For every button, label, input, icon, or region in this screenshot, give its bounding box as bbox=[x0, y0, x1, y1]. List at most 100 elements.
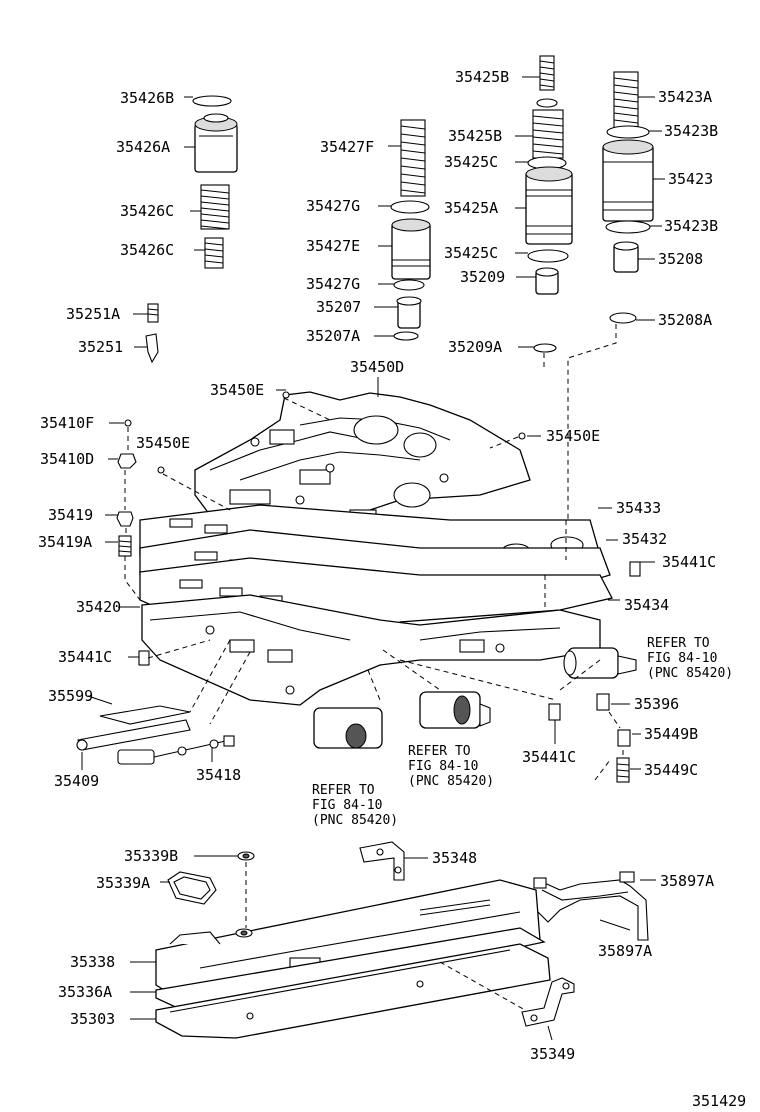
label-35426A: 35426A bbox=[116, 138, 170, 156]
label-35426C-2: 35426C bbox=[120, 241, 174, 259]
pan-35303 bbox=[155, 943, 551, 1039]
refer-3-line2: FIG 84-10 bbox=[312, 798, 382, 813]
label-35427G-2: 35427G bbox=[306, 275, 360, 293]
spring-35426C-large bbox=[200, 184, 230, 230]
ball-35410F bbox=[124, 419, 132, 427]
refer-2-line3: (PNC 85420) bbox=[408, 774, 494, 789]
label-35348: 35348 bbox=[432, 849, 477, 867]
label-35339B: 35339B bbox=[124, 847, 178, 865]
rod-35418 bbox=[117, 735, 235, 765]
label-35209A: 35209A bbox=[448, 338, 502, 356]
label-35449B: 35449B bbox=[644, 725, 698, 743]
label-35423B-2: 35423B bbox=[664, 217, 718, 235]
magnet-35339B bbox=[237, 851, 255, 861]
part-labels: 35426B 35426A 35426C 35426C 35427F 35427… bbox=[38, 68, 718, 1063]
label-35251A: 35251A bbox=[66, 305, 120, 323]
plug-35410D bbox=[117, 453, 137, 469]
ring-35425C-lower bbox=[527, 249, 569, 263]
label-35433: 35433 bbox=[616, 499, 661, 517]
label-35425B-1: 35425B bbox=[455, 68, 509, 86]
refer-1-line2: FIG 84-10 bbox=[647, 651, 717, 666]
label-35410F: 35410F bbox=[40, 414, 94, 432]
part-35251-group bbox=[133, 303, 159, 364]
label-35208A: 35208A bbox=[658, 311, 712, 329]
label-35410D: 35410D bbox=[40, 450, 94, 468]
label-35418: 35418 bbox=[196, 766, 241, 784]
label-35441C-2: 35441C bbox=[58, 648, 112, 666]
valve-35449B bbox=[617, 729, 631, 747]
label-35427E: 35427E bbox=[306, 237, 360, 255]
bracket-35348 bbox=[359, 841, 405, 881]
refer-3-line1: REFER TO bbox=[312, 783, 375, 798]
label-35338: 35338 bbox=[70, 953, 115, 971]
label-35450E-1: 35450E bbox=[210, 381, 264, 399]
label-35427F: 35427F bbox=[320, 138, 374, 156]
spring-35251A bbox=[147, 303, 159, 323]
label-35426C-1: 35426C bbox=[120, 202, 174, 220]
ring-35427G bbox=[390, 200, 430, 214]
spring-35425B-upper bbox=[539, 55, 555, 91]
label-35425A: 35425A bbox=[444, 199, 498, 217]
label-35420: 35420 bbox=[76, 598, 121, 616]
label-35423: 35423 bbox=[668, 170, 713, 188]
label-35419: 35419 bbox=[48, 506, 93, 524]
ring-35209A bbox=[533, 343, 557, 353]
label-35449C: 35449C bbox=[644, 761, 698, 779]
label-35427G-1: 35427G bbox=[306, 197, 360, 215]
solenoid-center bbox=[419, 691, 491, 729]
part-35427-group bbox=[374, 119, 431, 341]
label-35599: 35599 bbox=[48, 687, 93, 705]
plug-35441C-a bbox=[138, 650, 150, 666]
ring-35208A bbox=[609, 312, 637, 324]
label-35425C-1: 35425C bbox=[444, 153, 498, 171]
ball-35450E-b bbox=[157, 466, 165, 474]
piston-35425A bbox=[525, 171, 573, 245]
label-35423A: 35423A bbox=[658, 88, 712, 106]
label-35207: 35207 bbox=[316, 298, 361, 316]
refer-2-line1: REFER TO bbox=[408, 744, 471, 759]
label-35441C-3: 35441C bbox=[522, 748, 576, 766]
label-35207A: 35207A bbox=[306, 327, 360, 345]
refer-1-line1: REFER TO bbox=[647, 636, 710, 651]
refer-2-line2: FIG 84-10 bbox=[408, 759, 478, 774]
plug-35441C-b bbox=[629, 561, 641, 577]
plug-35441C-c bbox=[548, 703, 561, 721]
figure-number: 351429 bbox=[692, 1092, 746, 1110]
refer-1-line3: (PNC 85420) bbox=[647, 666, 733, 681]
valve-body-lower-35420 bbox=[141, 594, 601, 706]
label-35208: 35208 bbox=[658, 250, 703, 268]
ring-35423B bbox=[606, 125, 650, 139]
spring-35427F bbox=[400, 119, 426, 197]
part-35426-group bbox=[184, 95, 238, 269]
refer-note-1: REFER TO FIG 84-10 (PNC 85420) bbox=[647, 636, 733, 681]
refer-3-line3: (PNC 85420) bbox=[312, 813, 398, 828]
spring-35423A bbox=[613, 71, 639, 129]
refer-note-2: REFER TO FIG 84-10 (PNC 85420) bbox=[408, 744, 494, 789]
part-35423-group bbox=[518, 71, 665, 353]
label-35336A: 35336A bbox=[58, 983, 112, 1001]
label-35425C-2: 35425C bbox=[444, 244, 498, 262]
label-35419A: 35419A bbox=[38, 533, 92, 551]
label-35396: 35396 bbox=[634, 695, 679, 713]
solenoid-left bbox=[313, 707, 383, 749]
label-35441C-1: 35441C bbox=[662, 553, 716, 571]
ring-35426B bbox=[192, 95, 232, 107]
label-35450E-3: 35450E bbox=[546, 427, 600, 445]
label-35409: 35409 bbox=[54, 772, 99, 790]
label-35425B-2: 35425B bbox=[448, 127, 502, 145]
bracket-35349 bbox=[521, 977, 575, 1027]
spring-35425B-lower bbox=[532, 109, 564, 159]
solenoid-right bbox=[563, 647, 637, 679]
refer-note-3: REFER TO FIG 84-10 (PNC 85420) bbox=[312, 783, 398, 828]
detent-spring-35599 bbox=[87, 695, 191, 725]
part-35425-group bbox=[515, 55, 573, 295]
tube-35897A bbox=[533, 871, 649, 941]
label-35349: 35349 bbox=[530, 1045, 575, 1063]
label-35897A-1: 35897A bbox=[660, 872, 714, 890]
label-35339A: 35339A bbox=[96, 874, 150, 892]
label-35434: 35434 bbox=[624, 596, 669, 614]
ball-35450E-c bbox=[518, 432, 526, 440]
label-35450D: 35450D bbox=[350, 358, 404, 376]
valve-35419 bbox=[116, 511, 134, 527]
